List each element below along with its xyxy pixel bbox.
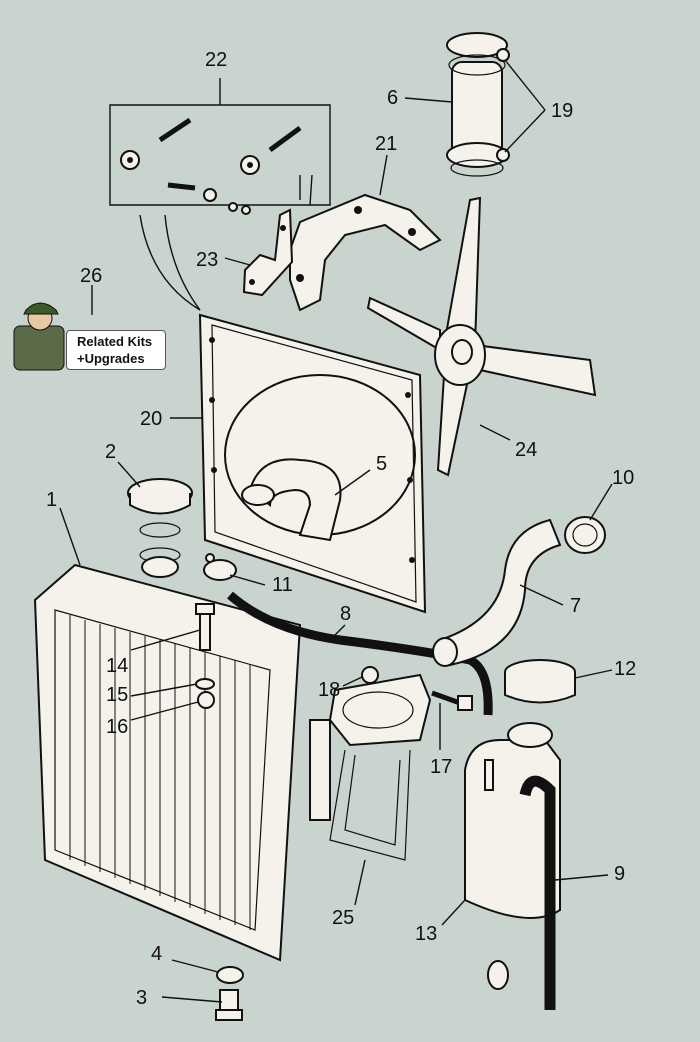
nut-16[interactable] bbox=[197, 691, 215, 709]
bolt-17[interactable] bbox=[431, 690, 473, 711]
callout-2: 2 bbox=[105, 441, 116, 463]
hose-clip-10[interactable] bbox=[564, 516, 606, 554]
callout-4: 4 bbox=[151, 943, 162, 965]
washer-4[interactable] bbox=[216, 966, 244, 984]
fixings-kit-group[interactable] bbox=[109, 78, 331, 311]
callout-18: 18 bbox=[318, 679, 340, 701]
related-kits-line2: +Upgrades bbox=[77, 351, 145, 366]
callout-20: 20 bbox=[140, 408, 162, 430]
related-kits-button[interactable]: Related Kits +Upgrades bbox=[66, 330, 166, 370]
callout-13: 13 bbox=[415, 923, 437, 945]
callout-7: 7 bbox=[570, 595, 581, 617]
mechanic-icon bbox=[13, 302, 65, 371]
hose-9[interactable] bbox=[519, 775, 556, 1010]
callout-3: 3 bbox=[136, 987, 147, 1009]
callout-22: 22 bbox=[205, 49, 227, 71]
callout-15: 15 bbox=[106, 684, 128, 706]
clip-11[interactable] bbox=[203, 553, 237, 581]
related-kits-line1: Related Kits bbox=[77, 334, 153, 349]
callout-numbers: 1 2 3 4 5 6 7 8 9 10 11 12 13 14 15 16 1… bbox=[46, 49, 636, 1009]
callout-14: 14 bbox=[106, 655, 128, 677]
tank-strap-25[interactable] bbox=[309, 673, 432, 861]
hose-5[interactable] bbox=[241, 458, 342, 542]
nut-18[interactable] bbox=[361, 666, 379, 684]
callout-1: 1 bbox=[46, 489, 57, 511]
callout-8: 8 bbox=[340, 603, 351, 625]
callout-23: 23 bbox=[196, 249, 218, 271]
callout-12: 12 bbox=[614, 658, 636, 680]
callout-24: 24 bbox=[515, 439, 537, 461]
radiator-cap-2[interactable] bbox=[127, 478, 193, 563]
fan-24[interactable] bbox=[366, 196, 597, 477]
bracket-23[interactable] bbox=[242, 208, 294, 297]
callout-10: 10 bbox=[612, 467, 634, 489]
callout-21: 21 bbox=[375, 133, 397, 155]
small-clip[interactable] bbox=[487, 960, 509, 990]
bracket-21[interactable] bbox=[289, 193, 442, 312]
callout-leaders bbox=[59, 59, 613, 1003]
tank-cap-12[interactable] bbox=[504, 659, 576, 704]
overflow-pipe-8[interactable] bbox=[227, 591, 493, 716]
washer-15[interactable] bbox=[195, 678, 215, 690]
callout-17: 17 bbox=[430, 756, 452, 778]
callout-25: 25 bbox=[332, 907, 354, 929]
drain-plug-3[interactable] bbox=[215, 989, 243, 1021]
callout-26: 26 bbox=[80, 265, 102, 287]
callout-9: 9 bbox=[614, 863, 625, 885]
callout-11: 11 bbox=[272, 574, 293, 596]
callout-19: 19 bbox=[551, 100, 573, 122]
callout-6: 6 bbox=[387, 87, 398, 109]
callout-16: 16 bbox=[106, 716, 128, 738]
hose-6-group[interactable] bbox=[446, 32, 510, 177]
top-hose-7[interactable] bbox=[432, 518, 562, 667]
callout-5: 5 bbox=[376, 453, 387, 475]
radiator-1[interactable] bbox=[33, 556, 302, 962]
